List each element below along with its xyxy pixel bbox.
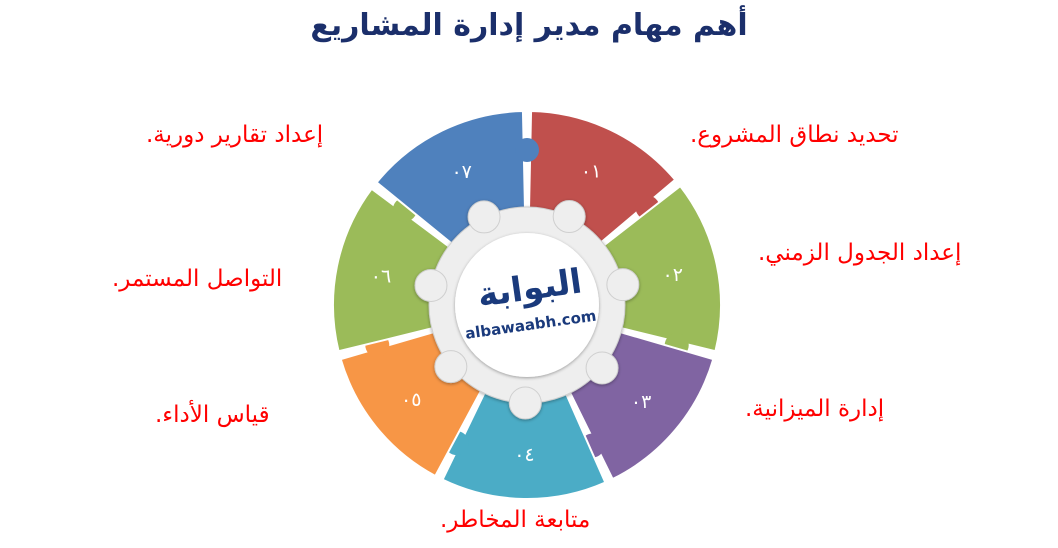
- task-label-01: تحديد نطاق المشروع.: [690, 122, 899, 148]
- piece-number-4: ٠٤: [514, 444, 534, 466]
- piece-number-1: ٠١: [581, 161, 601, 183]
- task-label-07: إعداد تقارير دورية.: [146, 122, 324, 148]
- puzzle-piece-6: ٠٦: [332, 187, 452, 353]
- piece-number-7: ٠٧: [451, 161, 471, 183]
- diagram-title: أهم مهام مدير إدارة المشاريع: [310, 8, 748, 43]
- ring-tab: [606, 268, 640, 302]
- task-label-03: إدارة الميزانية.: [745, 396, 885, 422]
- ring-tab: [414, 268, 448, 302]
- task-label-06: التواصل المستمر.: [112, 266, 283, 292]
- piece-number-2: ٠٢: [663, 264, 683, 286]
- task-label-02: إعداد الجدول الزمني.: [758, 240, 962, 266]
- ring-tab: [508, 386, 542, 420]
- ring-tab: [585, 351, 619, 385]
- ring-tab: [467, 200, 501, 234]
- piece-number-5: ٠٥: [401, 389, 421, 411]
- ring-tab: [552, 200, 586, 234]
- task-label-04: متابعة المخاطر.: [440, 507, 591, 533]
- piece-number-3: ٠٣: [631, 391, 651, 413]
- task-label-05: قياس الأداء.: [155, 402, 270, 428]
- ring-tab: [434, 350, 468, 384]
- logo-disc: [455, 233, 599, 377]
- piece-number-6: ٠٦: [371, 265, 391, 287]
